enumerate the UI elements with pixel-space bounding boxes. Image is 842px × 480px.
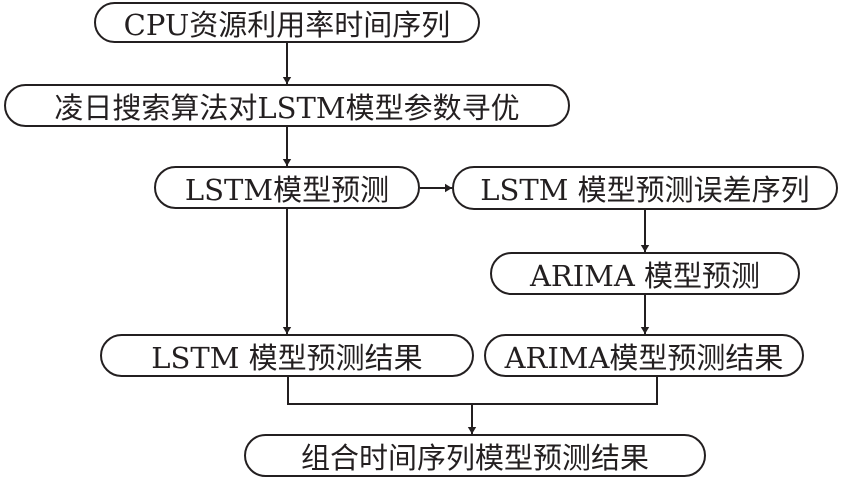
node-cpu-series: CPU资源利用率时间序列	[94, 2, 480, 43]
edge-lstm-result-merge	[287, 377, 472, 405]
node-arima-result: ARIMA模型预测结果	[484, 334, 804, 377]
node-arima-predict-label: ARIMA 模型预测	[529, 258, 761, 293]
node-arima-predict: ARIMA 模型预测	[490, 252, 800, 295]
node-lstm-error-label: LSTM 模型预测误差序列	[480, 173, 810, 207]
node-optimize: 凌日搜索算法对LSTM模型参数寻优	[4, 84, 570, 127]
node-lstm-result-label: LSTM 模型预测结果	[151, 340, 423, 375]
node-cpu-series-label: CPU资源利用率时间序列	[123, 7, 451, 42]
node-combined-result-label: 组合时间序列模型预测结果	[300, 440, 649, 475]
node-lstm-predict: LSTM模型预测	[154, 166, 420, 209]
node-lstm-error: LSTM 模型预测误差序列	[452, 166, 838, 210]
node-lstm-predict-label: LSTM模型预测	[184, 172, 390, 207]
node-arima-result-label: ARIMA模型预测结果	[504, 340, 784, 375]
node-optimize-label: 凌日搜索算法对LSTM模型参数寻优	[54, 90, 520, 125]
edge-arima-result-merge	[472, 377, 658, 405]
node-combined-result: 组合时间序列模型预测结果	[244, 434, 706, 477]
node-lstm-result: LSTM 模型预测结果	[100, 334, 474, 377]
